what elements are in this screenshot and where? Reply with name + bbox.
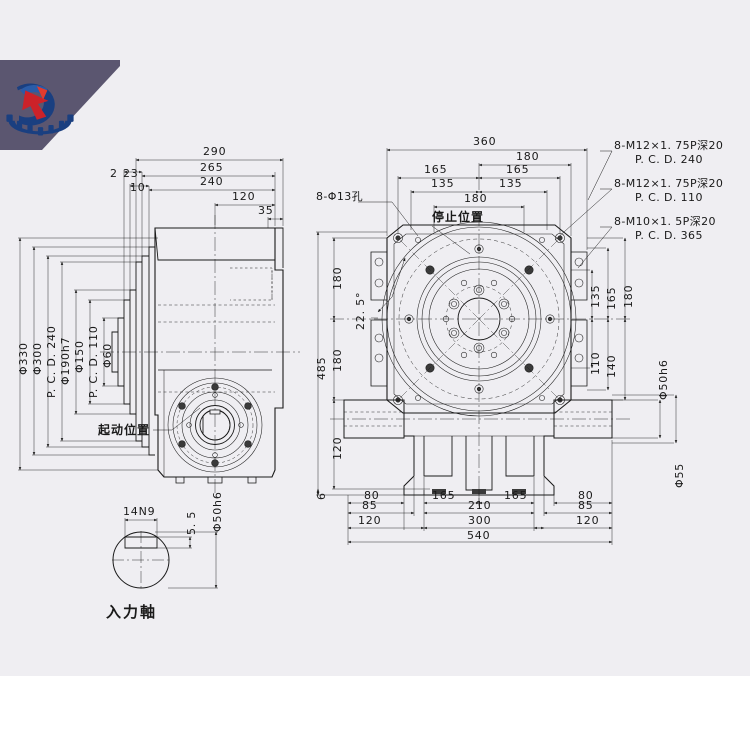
dim-140-r: 140 [605,354,618,378]
dim-165-r: 165 [605,286,618,310]
dim-180-r: 180 [622,284,635,308]
dim-80-l: 80 [364,489,380,502]
dim-485: 485 [315,356,328,380]
hole-callout-label: 8-Φ13孔 [316,190,364,203]
annotation-3-line1: 8-M10×1. 5P深20 [614,215,716,228]
input-shaft-detail-geometry [112,518,218,590]
annotation-3-line2: P. C. D. 365 [635,229,703,242]
dim-dia330: Φ330 [17,342,30,375]
dim-2: 2 [110,167,118,180]
dim-540: 540 [467,529,491,542]
front-view-top-dims [386,148,588,250]
dim-240: 240 [200,175,224,188]
annotation-1-line1: 8-M12×1. 75P深20 [614,139,724,152]
dim-165-bl: 165 [432,489,456,502]
dim-165-left: 165 [424,163,448,176]
dim-pcd240: P. C. D. 240 [45,325,58,398]
start-position-label: 起动位置 [98,423,151,437]
annotation-1-line2: P. C. D. 240 [635,153,703,166]
dim-120-left: 120 [331,436,344,460]
dim-key-height: 5. 5 [185,510,198,535]
dim-shaft-dia: Φ50h6 [211,491,224,532]
dim-180-ll: 180 [331,348,344,372]
dim-265: 265 [200,161,224,174]
dim-keyway-14n9: 14N9 [123,505,156,518]
dim-210: 210 [468,499,492,512]
dim-180-inner: 180 [464,192,488,205]
dim-10: 10 [130,181,146,194]
stop-position-label: 停止位置 [432,210,485,224]
dim-110-r: 110 [589,351,602,375]
side-view-top-dims [123,158,284,300]
input-shaft-caption: 入力軸 [106,603,158,621]
annotation-2-line2: P. C. D. 110 [635,191,703,204]
front-view-right-dims [571,237,678,444]
dim-165-br: 165 [504,489,528,502]
angle-label: 22. 5° [354,291,367,330]
front-view-bottom-dims [347,440,613,545]
dim-dia50h6-r: Φ50h6 [657,359,670,400]
dim-pcd110: P. C. D. 110 [87,325,100,398]
dim-360: 360 [473,135,497,148]
side-view-geometry [100,215,300,500]
front-view-left-dims [316,231,430,496]
dim-85-l: 85 [362,499,378,512]
annotation-2-line1: 8-M12×1. 75P深20 [614,177,724,190]
dim-dia190h7: Φ190h7 [59,336,72,385]
dim-dia300: Φ300 [31,342,44,375]
dim-120-bl: 120 [358,514,382,527]
dim-120-br: 120 [576,514,600,527]
dim-23: 23 [123,167,139,180]
dim-120: 120 [232,190,256,203]
dim-135-left: 135 [431,177,455,190]
dim-dia150: Φ150 [73,340,86,373]
dim-6: 6 [315,492,328,500]
dim-180-top: 180 [516,150,540,163]
dim-135-right: 135 [499,177,523,190]
dim-165-right: 165 [506,163,530,176]
dim-135-r: 135 [589,284,602,308]
dim-290: 290 [203,145,227,158]
dim-85-r: 85 [578,499,594,512]
dim-80-r: 80 [578,489,594,502]
dim-180-ul: 180 [331,266,344,290]
dim-35: 35 [258,204,274,217]
dim-dia55: Φ55 [673,462,686,488]
dim-300: 300 [468,514,492,527]
company-logo [0,60,120,150]
side-view-vert-dims [18,237,158,471]
dim-dia60: Φ60 [101,342,114,368]
